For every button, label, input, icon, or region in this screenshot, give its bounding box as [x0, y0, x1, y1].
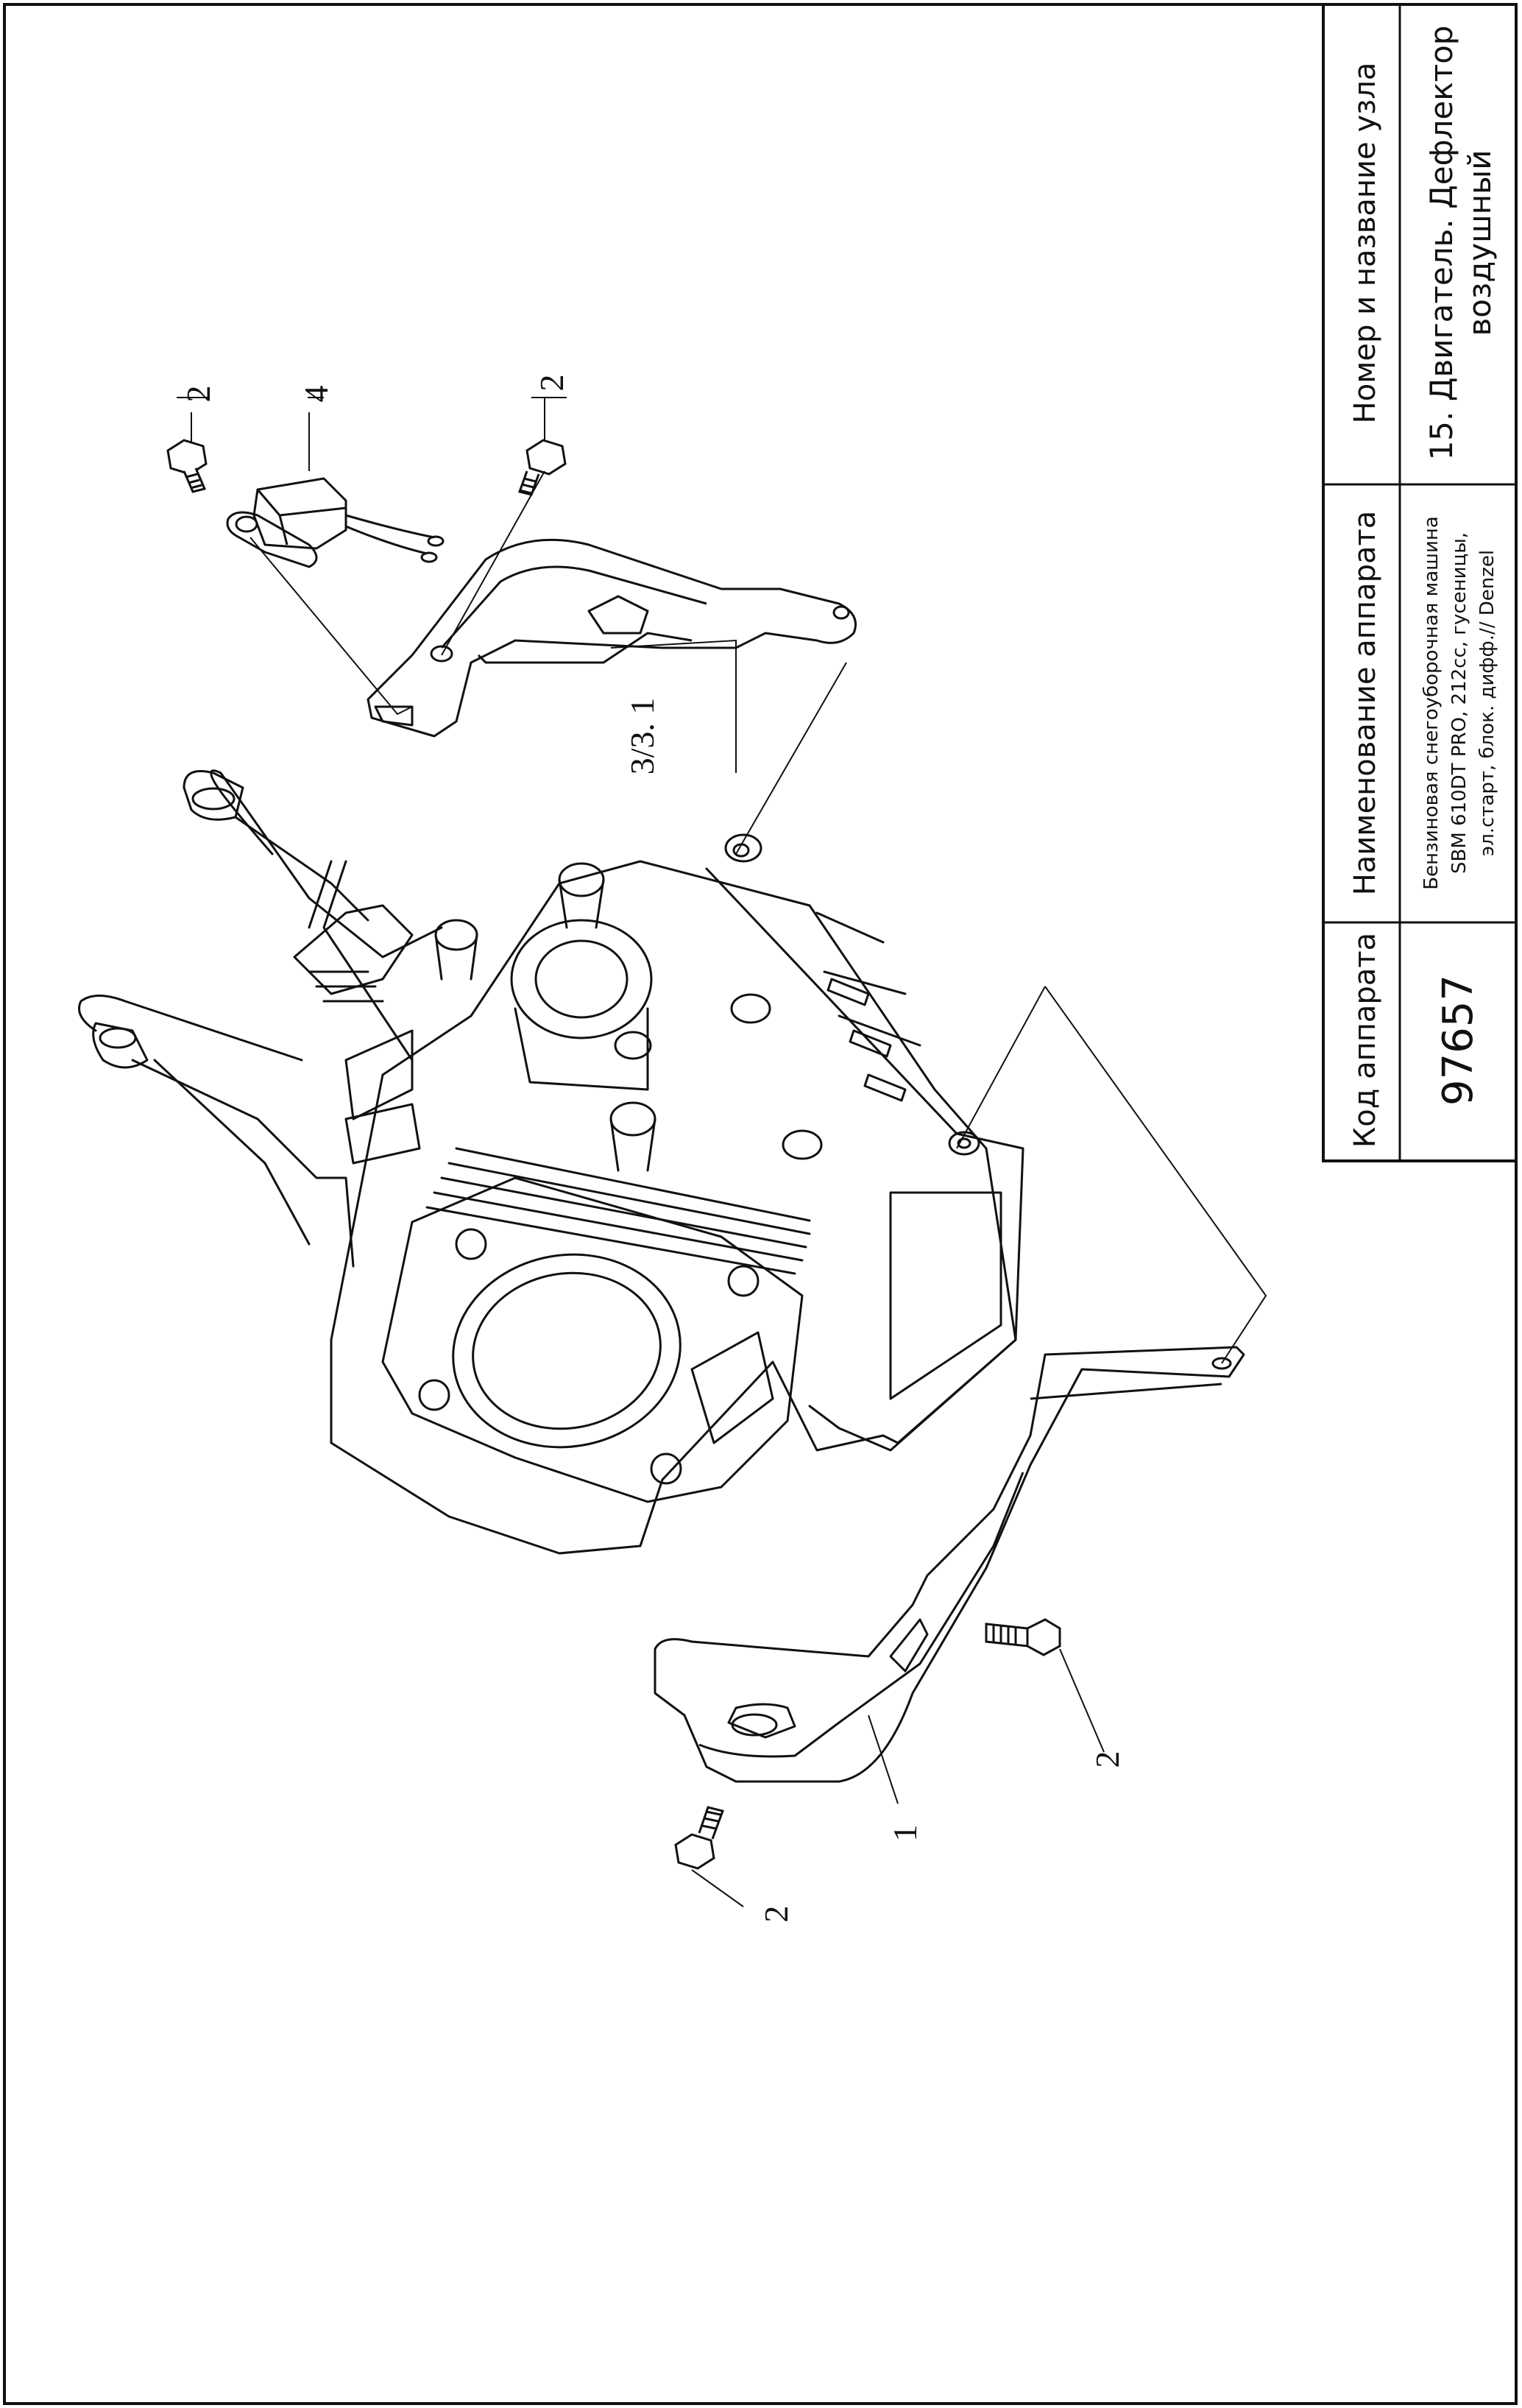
node-header: Номер и название узла [1348, 63, 1382, 424]
upper-deflector-part [367, 538, 857, 738]
callout-deflector-upper: 3/3. 1 [623, 698, 661, 775]
callout-deflector-lower: 1 [886, 1825, 924, 1842]
callout-numbers: 2 4 2 3/3. 1 2 1 2 [180, 375, 1126, 1923]
title-block-text: Код аппарата 97657 Наименование аппарата… [1348, 26, 1498, 1148]
callout-bolt-lower-left: 2 [757, 1906, 795, 1923]
name-line-3: эл.старт, блок. дифф.// Denzel [1476, 550, 1498, 856]
engine-block-drawing [78, 769, 1024, 1555]
name-header: Наименование аппарата [1348, 511, 1382, 896]
callout-module: 4 [297, 386, 335, 403]
callout-bolt-top-right: 2 [533, 375, 570, 392]
node-line-1: 15. Двигатель. Дефлектор [1423, 26, 1459, 461]
code-value: 97657 [1434, 975, 1482, 1106]
node-line-2: воздушный [1462, 149, 1498, 336]
sheet-border [3, 3, 1518, 2405]
code-header: Код аппарата [1348, 933, 1382, 1148]
lower-deflector-part [654, 1346, 1245, 1783]
ignition-module-part [226, 477, 445, 568]
title-block [1322, 3, 1518, 1162]
callout-bolt-top-left: 2 [180, 386, 217, 403]
bolt-top-left [166, 439, 208, 493]
callout-bolt-lower-right: 2 [1089, 1751, 1126, 1768]
bolt-top-right [518, 439, 567, 496]
name-line-1: Бензиновая снегоуборочная машина [1420, 516, 1443, 890]
bolt-lower-right [985, 1618, 1061, 1656]
name-line-2: SBM 610DT PRO, 212cc, гусеницы, [1448, 532, 1470, 874]
leader-lines [177, 397, 1267, 1907]
bolt-lower-left [674, 1806, 724, 1870]
